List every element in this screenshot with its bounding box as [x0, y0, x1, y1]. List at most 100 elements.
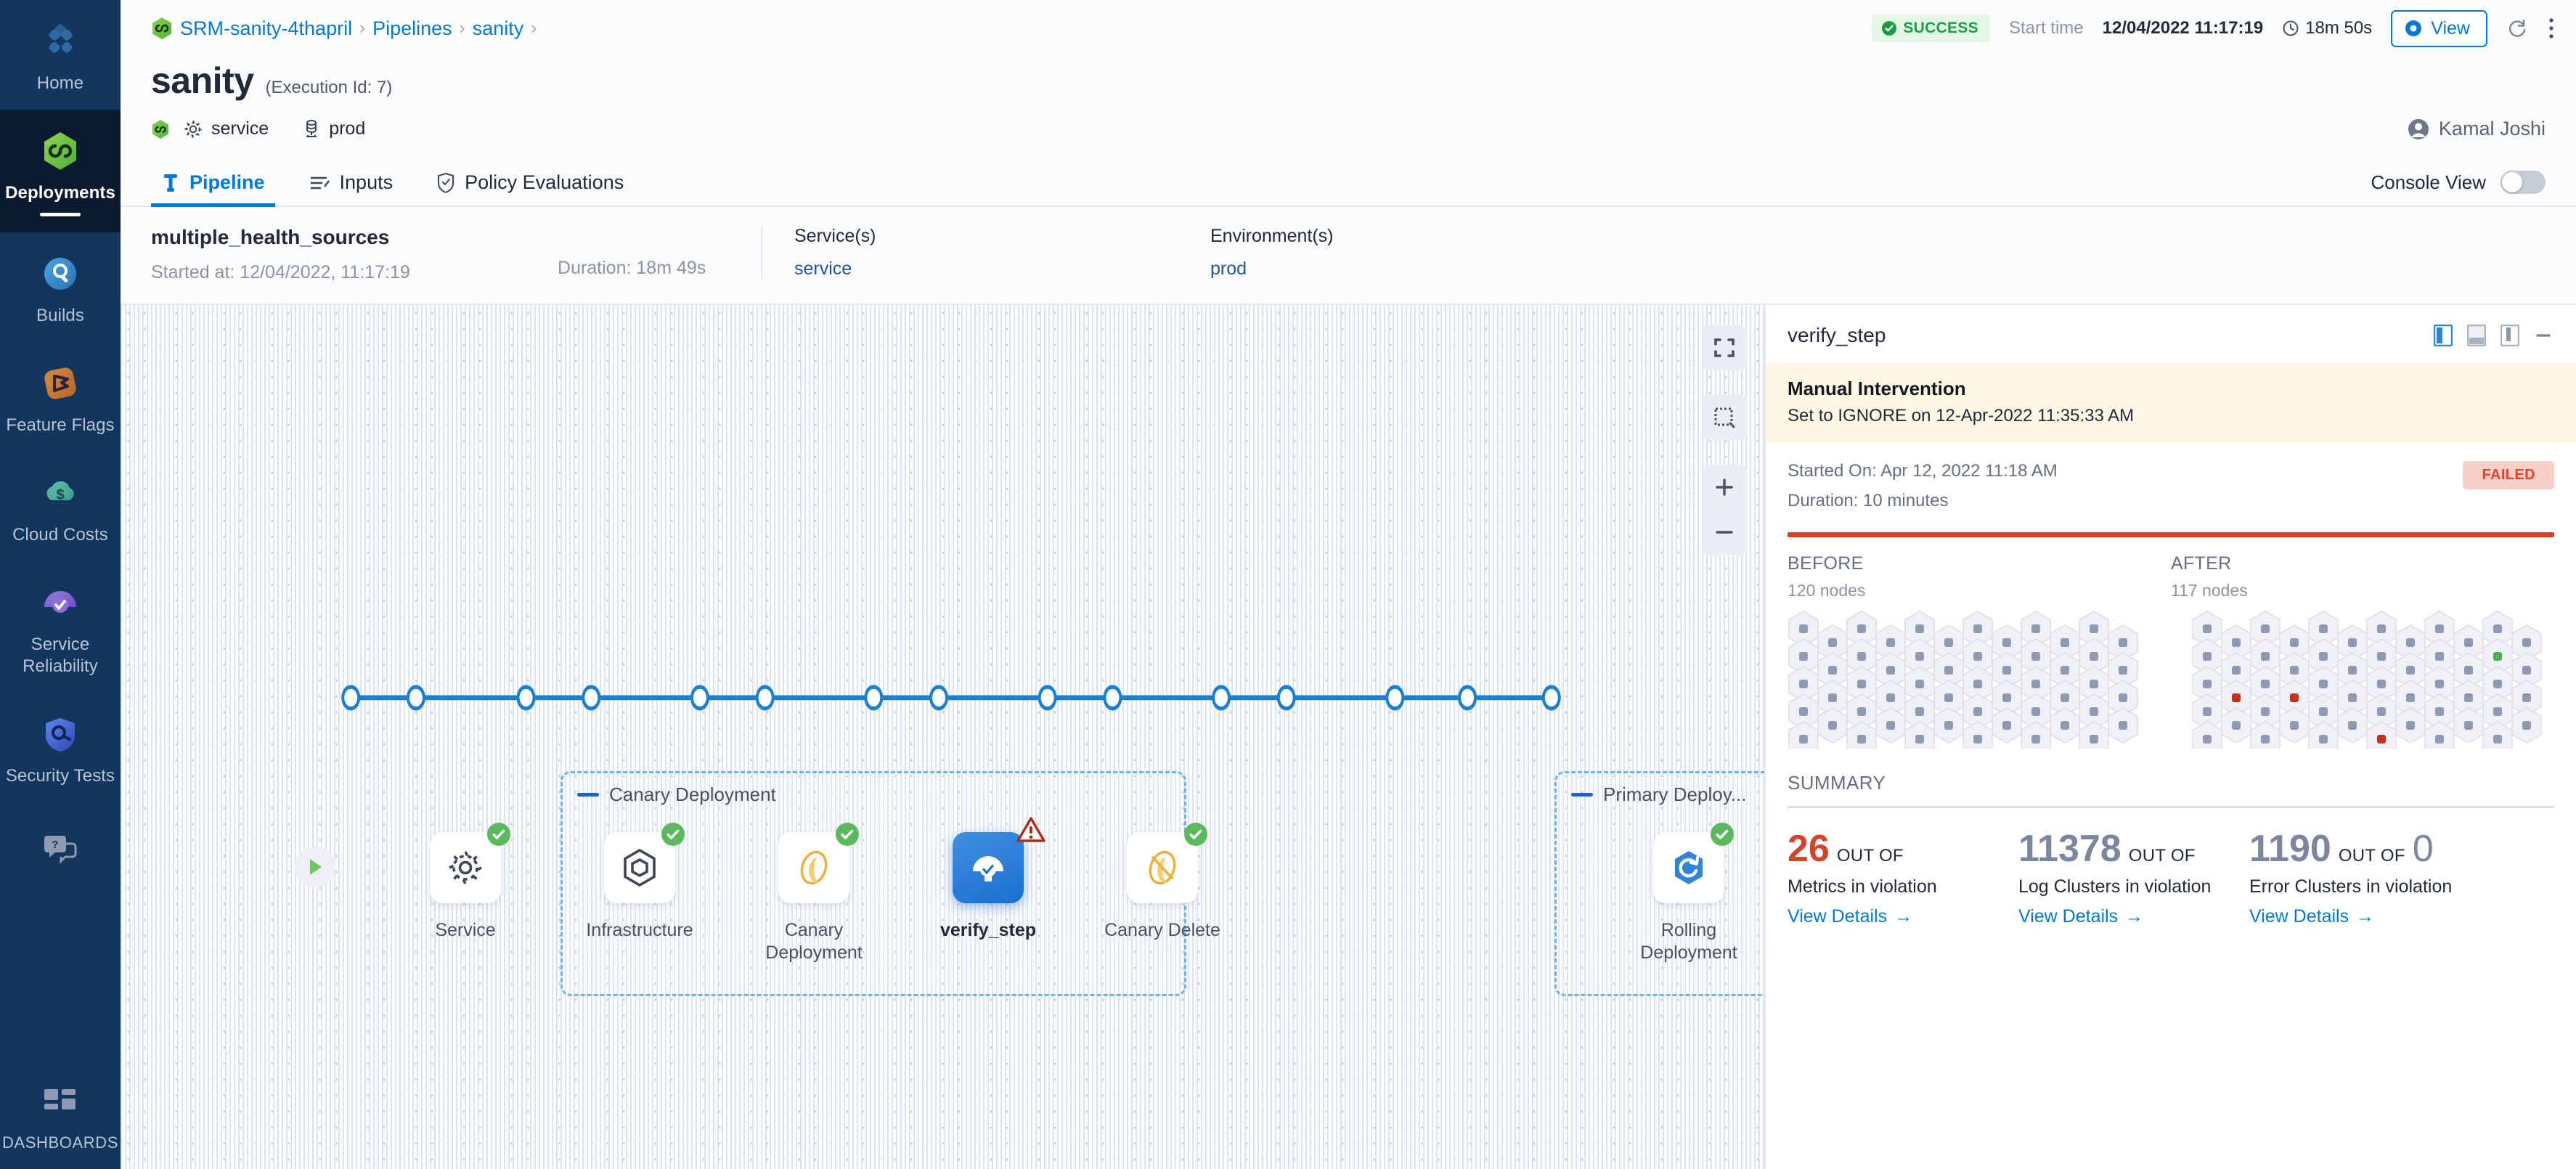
- node-box[interactable]: [430, 823, 510, 903]
- environment-chip[interactable]: prod: [302, 118, 365, 139]
- sidebar-item-home[interactable]: Home: [0, 0, 121, 110]
- node-box[interactable]: [953, 817, 1046, 903]
- sidebar-item-security-tests[interactable]: Security Tests: [0, 693, 121, 802]
- node-box[interactable]: [778, 823, 859, 903]
- hex-node[interactable]: [2307, 638, 2339, 675]
- hex-node[interactable]: [2107, 624, 2139, 661]
- fit-to-screen-button[interactable]: [1702, 325, 1747, 370]
- more-vertical-icon[interactable]: [2547, 17, 2556, 40]
- view-button[interactable]: View: [2391, 9, 2487, 47]
- sidebar-item-cloud-costs[interactable]: $ Cloud Costs: [0, 452, 121, 561]
- breadcrumb-item-pipelines[interactable]: Pipelines: [372, 17, 452, 39]
- hex-node[interactable]: [2020, 693, 2052, 730]
- hex-node[interactable]: [2107, 707, 2139, 744]
- hex-node[interactable]: [1788, 721, 1819, 749]
- sidebar-item-feature-flags[interactable]: Feature Flags: [0, 342, 121, 452]
- panel-minimize-icon[interactable]: [2534, 325, 2554, 346]
- hex-node[interactable]: [2278, 707, 2310, 744]
- hex-node[interactable]: [1846, 721, 1878, 749]
- hex-node[interactable]: [2078, 721, 2110, 749]
- hex-node[interactable]: [2365, 721, 2397, 749]
- hex-node[interactable]: [2482, 693, 2514, 730]
- zoom-out-button[interactable]: [1702, 510, 1747, 555]
- hex-node[interactable]: [2365, 611, 2397, 647]
- pipeline-node-canary-delete[interactable]: Canary Delete: [1090, 823, 1235, 942]
- hex-node[interactable]: [2336, 624, 2368, 661]
- hex-node[interactable]: [2107, 652, 2139, 688]
- start-play-node[interactable]: [295, 847, 335, 887]
- hex-node[interactable]: [2049, 707, 2081, 744]
- panel-view-full-icon[interactable]: [2433, 324, 2454, 347]
- sidebar-item-builds[interactable]: Builds: [0, 232, 121, 342]
- user-menu[interactable]: Kamal Joshi: [2408, 118, 2546, 140]
- breadcrumb-item-project[interactable]: SRM-sanity-4thapril: [180, 17, 353, 39]
- hex-node[interactable]: [2511, 707, 2543, 744]
- node-box[interactable]: [1653, 823, 1734, 903]
- hex-node[interactable]: [2307, 693, 2339, 730]
- sidebar-item-dashboards[interactable]: DASHBOARDS: [0, 1061, 121, 1169]
- hex-node[interactable]: [2394, 707, 2426, 744]
- pipeline-node-canary-deployment[interactable]: Canary Deployment: [741, 823, 886, 965]
- help-chat-icon-button[interactable]: ?: [0, 802, 121, 905]
- hex-node[interactable]: [1904, 666, 1936, 702]
- collapse-dash-icon[interactable]: [1571, 793, 1593, 797]
- hex-node[interactable]: [2249, 721, 2281, 749]
- hex-node[interactable]: [2020, 721, 2052, 749]
- hex-node[interactable]: [1904, 721, 1936, 749]
- tab-inputs[interactable]: Inputs: [298, 171, 404, 205]
- fit-screen-icon[interactable]: [1702, 325, 1747, 370]
- hex-node[interactable]: [2191, 721, 2223, 749]
- hex-node[interactable]: [1846, 638, 1878, 675]
- tab-policy-evaluations[interactable]: Policy Evaluations: [426, 171, 634, 205]
- hex-node[interactable]: [1962, 721, 1994, 749]
- zoom-controls[interactable]: [1702, 465, 1747, 555]
- node-box[interactable]: [604, 823, 685, 903]
- sidebar-item-deployments[interactable]: Deployments: [0, 110, 121, 232]
- collapse-dash-icon[interactable]: [577, 793, 599, 797]
- hex-node[interactable]: [2511, 652, 2543, 688]
- hex-node[interactable]: [2453, 707, 2485, 744]
- selection-box-button[interactable]: [1702, 395, 1747, 440]
- zoom-in-button[interactable]: [1702, 465, 1747, 510]
- hex-node[interactable]: [1817, 707, 1849, 744]
- pipeline-node-service[interactable]: Service: [393, 823, 538, 942]
- breadcrumb-item-sanity[interactable]: sanity: [472, 17, 524, 39]
- hex-node[interactable]: [2191, 638, 2223, 675]
- hex-node[interactable]: [1991, 680, 2023, 716]
- pipeline-node-rolling-deployment[interactable]: Rolling Deployment: [1616, 823, 1761, 965]
- services-value[interactable]: service: [794, 258, 852, 279]
- after-hex-grid[interactable]: [2191, 611, 2548, 749]
- tab-pipeline[interactable]: Pipeline: [151, 171, 275, 207]
- hex-node[interactable]: [2020, 638, 2052, 675]
- node-box[interactable]: [1127, 823, 1207, 903]
- hex-node[interactable]: [2220, 707, 2252, 744]
- hex-node[interactable]: [2249, 666, 2281, 702]
- view-details-link[interactable]: View Details →: [2249, 906, 2374, 927]
- view-details-link[interactable]: View Details →: [2018, 906, 2143, 927]
- service-chip[interactable]: service: [183, 118, 269, 139]
- hex-node[interactable]: [1846, 666, 1878, 702]
- console-view-toggle[interactable]: [2500, 171, 2546, 194]
- hex-node[interactable]: [2365, 638, 2397, 675]
- hex-node[interactable]: [2511, 680, 2543, 716]
- hex-node[interactable]: [1991, 707, 2023, 744]
- hex-node[interactable]: [2511, 624, 2543, 661]
- sidebar-item-service-reliability[interactable]: Service Reliability: [0, 561, 121, 693]
- view-details-link[interactable]: View Details →: [1788, 906, 1912, 927]
- hex-node[interactable]: [2307, 611, 2339, 647]
- refresh-icon[interactable]: [2506, 17, 2528, 39]
- hex-node[interactable]: [1933, 707, 1965, 744]
- hex-node[interactable]: [2394, 652, 2426, 688]
- panel-view-split-icon[interactable]: [2466, 324, 2487, 347]
- hex-node[interactable]: [2307, 721, 2339, 749]
- hex-node[interactable]: [2249, 693, 2281, 730]
- pipeline-node-infrastructure[interactable]: Infrastructure: [567, 823, 712, 942]
- before-hex-grid[interactable]: [1788, 611, 2145, 749]
- stage-group-primary-deployment[interactable]: Primary Deploy...: [1554, 771, 1764, 996]
- hex-node[interactable]: [1875, 707, 1907, 744]
- hex-node[interactable]: [2336, 707, 2368, 744]
- hex-node[interactable]: [2107, 680, 2139, 716]
- hex-node[interactable]: [1846, 693, 1878, 730]
- hex-node[interactable]: [2191, 693, 2223, 730]
- hex-node[interactable]: [2424, 611, 2455, 647]
